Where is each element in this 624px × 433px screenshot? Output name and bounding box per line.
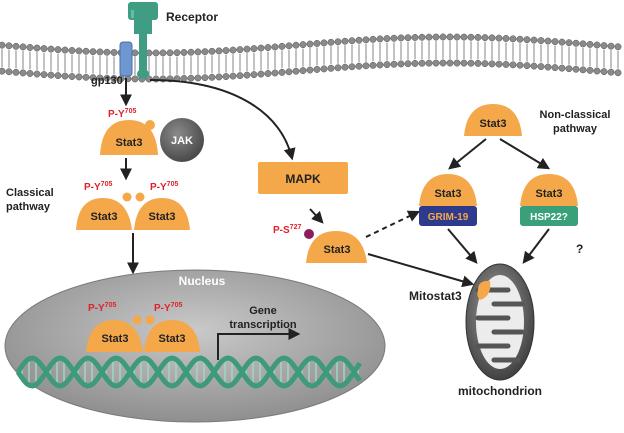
stat3-label: Stat3 <box>91 211 118 223</box>
gene-transcription-label-line2: transcription <box>229 319 297 331</box>
stat3-label: Stat3 <box>159 333 186 345</box>
mapk-label: MAPK <box>285 172 321 186</box>
stat3-protein <box>520 174 578 206</box>
phospho-y705-label: P-Y705 <box>88 302 116 314</box>
phospho-y705-label: P-Y705 <box>108 108 136 120</box>
phosphate-group <box>132 315 142 325</box>
phosphate-group <box>135 192 145 202</box>
phospho-y705-label: P-Y705 <box>150 181 178 193</box>
mitochondrion-label: mitochondrion <box>458 384 542 398</box>
hsp22-protein <box>520 206 578 226</box>
arrow-to-grim19-complex <box>448 138 487 170</box>
stat3-label: Stat3 <box>480 118 507 130</box>
phospho-y705-label: P-Y705 <box>84 181 112 193</box>
stat3-protein <box>144 320 200 352</box>
arrow-mapk-to-stat3 <box>309 208 324 224</box>
gp130-receptor <box>119 41 133 77</box>
unknown-mechanism-mark: ? <box>576 242 583 256</box>
phosphate-group <box>122 192 132 202</box>
stat3-protein <box>306 231 367 263</box>
gene-transcription-label-line1: Gene <box>249 305 277 317</box>
phosphoserine-group <box>304 229 314 239</box>
stat3-protein <box>464 104 522 136</box>
mitostat3-protein <box>477 280 491 300</box>
receptor-label: Receptor <box>166 10 218 24</box>
phospho-s727-label: P-S727 <box>273 224 301 236</box>
stat3-protein <box>86 320 143 352</box>
classical-pathway-label-line1: Classical <box>6 187 54 199</box>
stat3-label: Stat3 <box>102 333 129 345</box>
stat3-label: Stat3 <box>324 244 351 256</box>
classical-pathway-label-line2: pathway <box>6 201 51 213</box>
mitochondrion-organelle <box>465 263 535 381</box>
arrow-hsp22-to-mitochondrion <box>522 228 550 264</box>
phosphate-group <box>145 315 155 325</box>
receptor <box>128 2 158 79</box>
mapk-kinase <box>258 162 348 194</box>
nonclassical-pathway-label-line2: pathway <box>553 123 598 135</box>
transcription-start-arrow <box>217 328 301 360</box>
hsp22-label: HSP22? <box>530 212 568 223</box>
phospho-y705-label: P-Y705 <box>154 302 182 314</box>
gp130-label: gp130 <box>91 75 123 87</box>
stat3-protein <box>100 120 158 155</box>
grim19-protein <box>419 206 477 226</box>
jak-label: JAK <box>171 135 193 147</box>
stat3-protein <box>76 198 132 230</box>
stat3-protein <box>134 198 190 230</box>
arrow-grim19-to-mitochondrion <box>447 228 478 264</box>
stat3-label: Stat3 <box>536 188 563 200</box>
nonclassical-pathway-label-line1: Non-classical <box>540 109 611 121</box>
grim19-label: GRIM-19 <box>428 212 469 223</box>
arrow-to-hsp22-complex <box>499 138 551 170</box>
stat3-protein <box>419 174 477 206</box>
mitostat3-label: Mitostat3 <box>409 289 462 303</box>
nucleus-label: Nucleus <box>179 274 226 288</box>
arrow-stat3-to-mitochondrion <box>367 253 475 288</box>
jak-kinase <box>160 118 204 162</box>
stat3-label: Stat3 <box>435 188 462 200</box>
cell-membrane <box>0 33 622 83</box>
dna-helix <box>15 355 363 389</box>
stat3-label: Stat3 <box>149 211 176 223</box>
arrow-receptor-to-mapk <box>149 79 296 161</box>
stat3-label: Stat3 <box>116 137 143 149</box>
arrow-stat3-to-grim19 <box>365 210 421 238</box>
